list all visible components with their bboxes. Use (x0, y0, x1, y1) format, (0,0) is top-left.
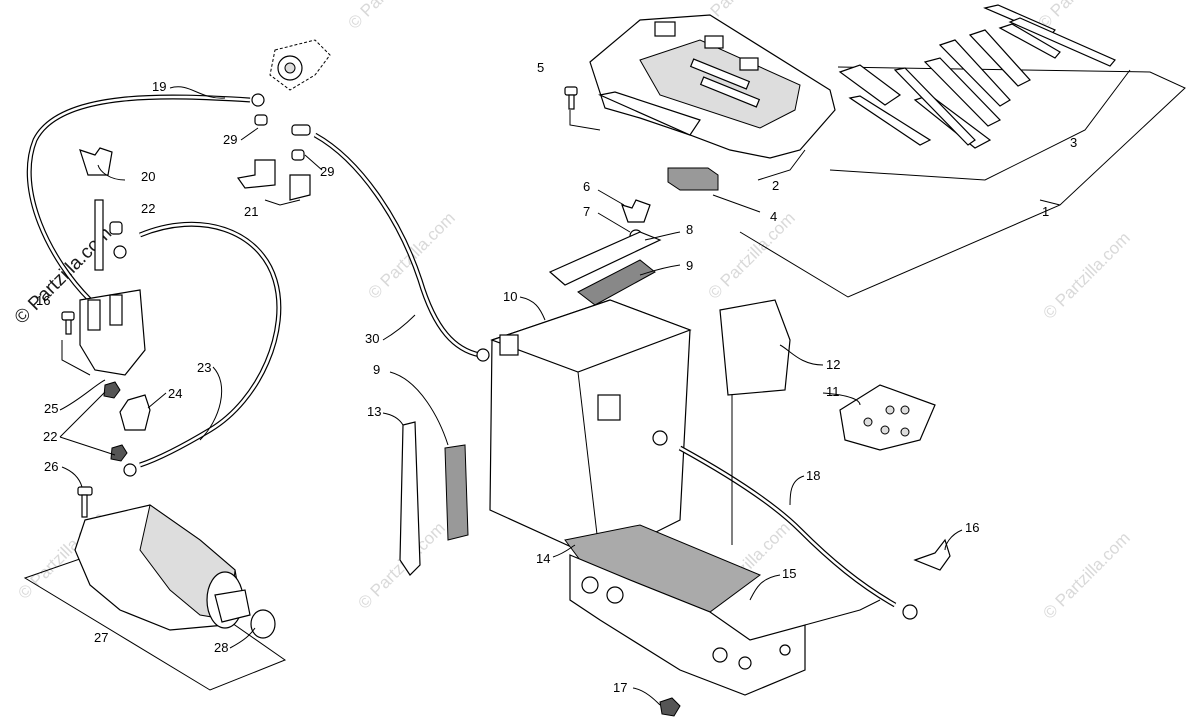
callout-19: 19 (152, 79, 166, 94)
callout-22: 22 (141, 201, 155, 216)
solenoid-group (61, 147, 282, 518)
callout-5: 5 (537, 60, 544, 75)
watermark-text: © Partzilla.com (704, 208, 798, 302)
callout-1: 1 (1042, 204, 1049, 219)
callout-16: 16 (36, 293, 50, 308)
callout-23: 23 (197, 360, 211, 375)
callout-11: 11 (826, 384, 840, 399)
callout-29: 29 (223, 132, 237, 147)
tool-kit-group (564, 4, 1186, 298)
callout-labels: 1 2 3 4 5 6 7 8 9 9 10 11 12 13 14 15 16… (36, 60, 1077, 695)
callout-20: 20 (141, 169, 155, 184)
o-ring (250, 609, 276, 639)
callout-16: 16 (965, 520, 979, 535)
leader-lines (59, 86, 963, 706)
callout-28: 28 (214, 640, 228, 655)
watermark-text: © Partzilla.com (1039, 228, 1133, 322)
callout-14: 14 (536, 551, 550, 566)
callout-29: 29 (320, 164, 334, 179)
callout-21: 21 (244, 204, 258, 219)
callout-8: 8 (686, 222, 693, 237)
callout-7: 7 (583, 204, 590, 219)
callout-9: 9 (686, 258, 693, 273)
callout-27: 27 (94, 630, 108, 645)
tools-bracket-line (829, 69, 1131, 181)
callout-3: 3 (1070, 135, 1077, 150)
callout-12: 12 (826, 357, 840, 372)
tool-tray (589, 14, 836, 159)
battery-group (399, 199, 951, 717)
starter-motor (23, 504, 287, 691)
callout-15: 15 (782, 566, 796, 581)
callout-22: 22 (43, 429, 57, 444)
callout-18: 18 (806, 468, 820, 483)
callout-2: 2 (772, 178, 779, 193)
callout-25: 25 (44, 401, 58, 416)
callout-17: 17 (613, 680, 627, 695)
callout-10: 10 (503, 289, 517, 304)
watermark-text: © Partzilla.com (344, 0, 438, 33)
callout-4: 4 (770, 209, 777, 224)
callout-26: 26 (44, 459, 58, 474)
callout-30: 30 (365, 331, 379, 346)
callout-24: 24 (168, 386, 182, 401)
tray-screw (564, 86, 578, 110)
foam-pad (667, 167, 719, 191)
tool-set (838, 4, 1116, 149)
watermark-text: © Partzilla.com (1039, 528, 1133, 622)
kit-bracket-line (739, 66, 1186, 298)
top-harness-group (26, 39, 490, 362)
callout-9: 9 (373, 362, 380, 377)
callout-6: 6 (583, 179, 590, 194)
callout-13: 13 (367, 404, 381, 419)
